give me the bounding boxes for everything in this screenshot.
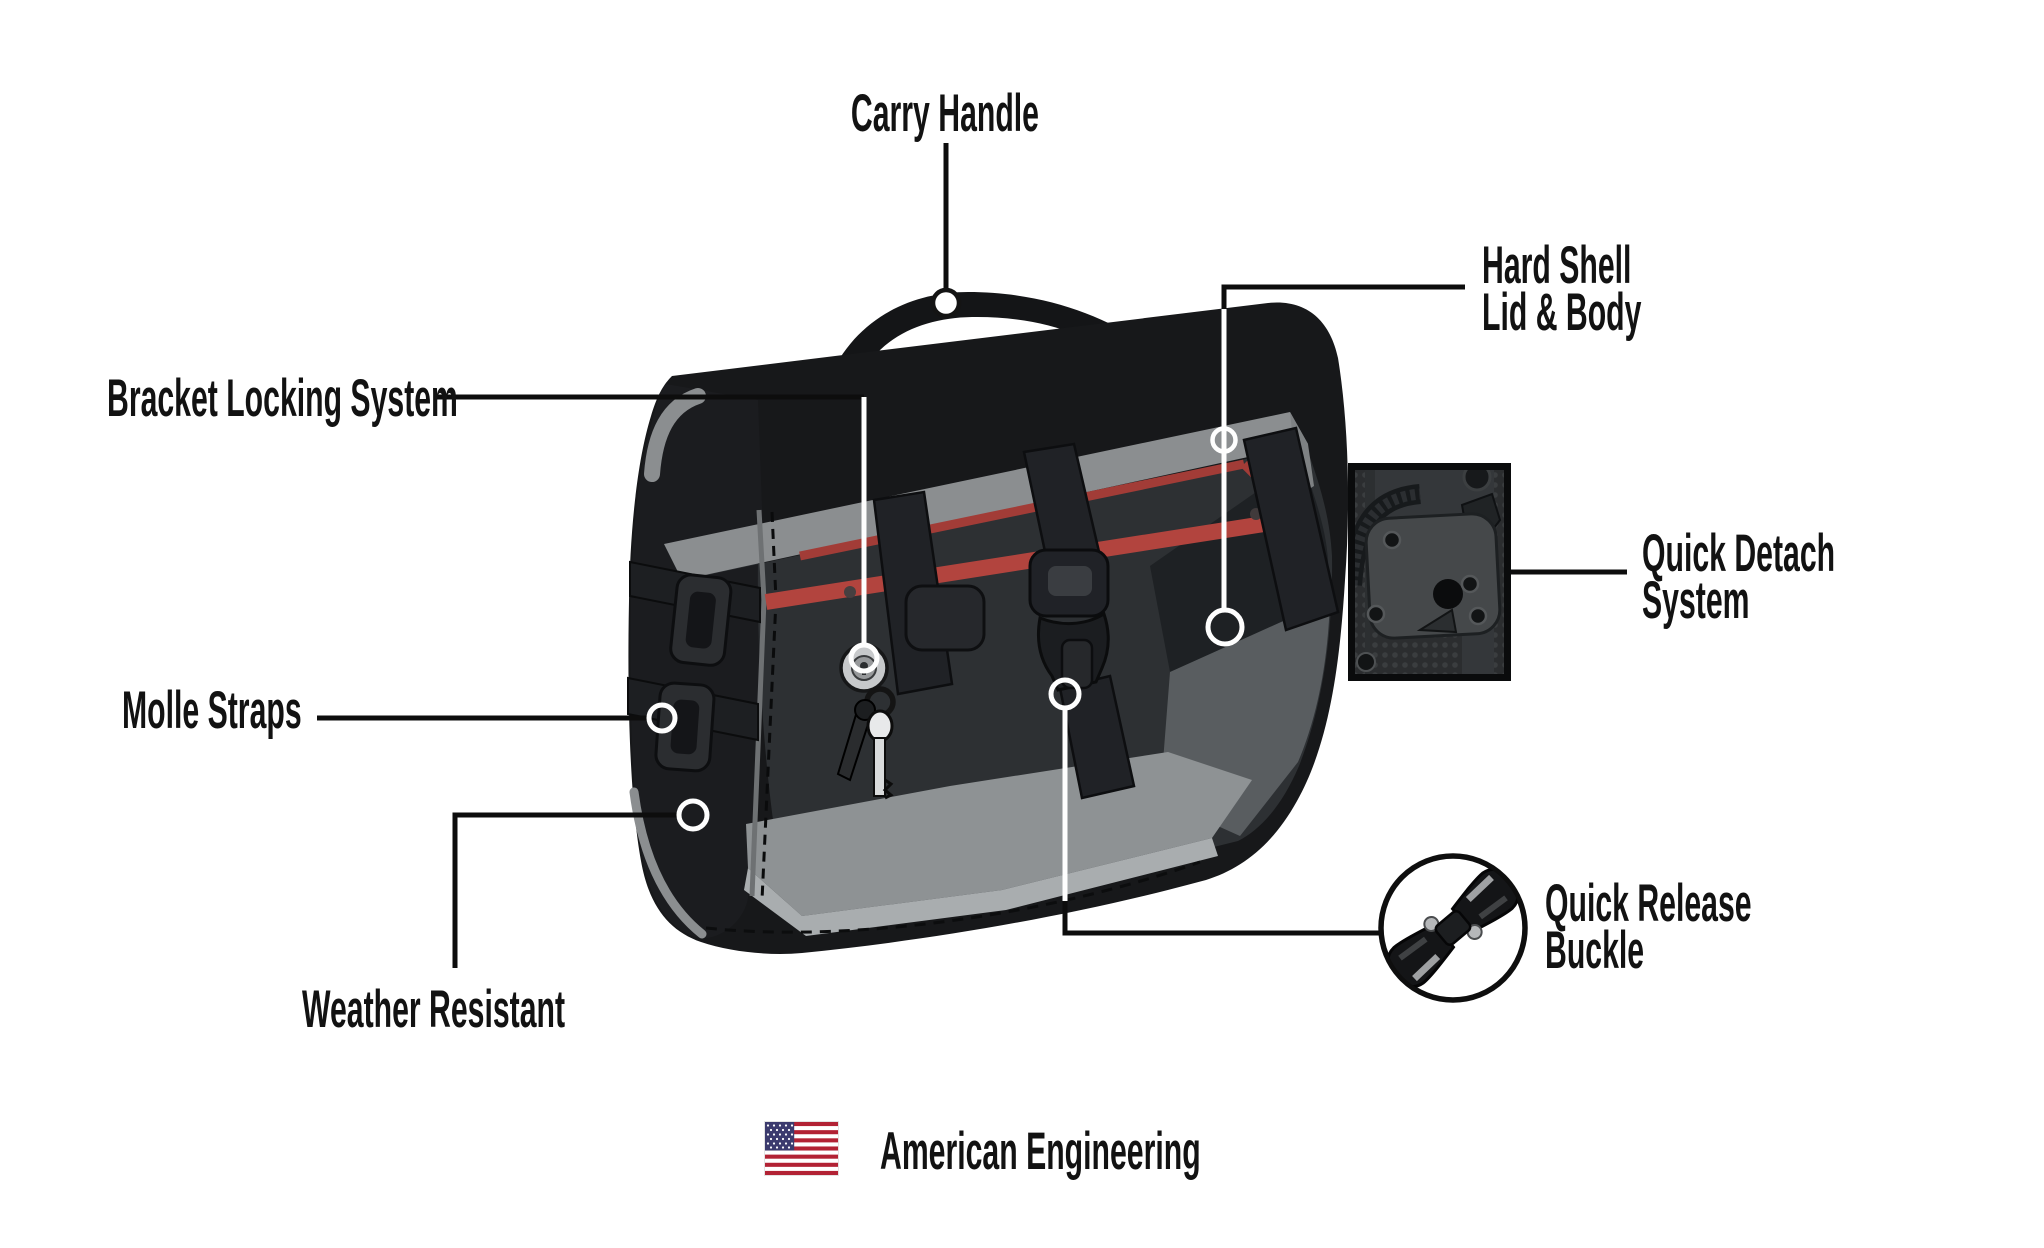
weather-resistant-label: Weather Resistant xyxy=(302,980,566,1039)
side-front-seam xyxy=(749,509,767,897)
molle-straps-label: Molle Straps xyxy=(122,681,302,740)
quick-release-inset xyxy=(1378,853,1528,1003)
callout-carry-handle: Carry Handle xyxy=(851,87,1275,140)
carry-handle-label: Carry Handle xyxy=(850,84,1040,143)
connectors-white xyxy=(861,309,1227,901)
footer-tagline: American Engineering xyxy=(880,1122,1443,1181)
molle-straps-marker xyxy=(646,702,678,734)
connectors xyxy=(317,143,1627,968)
carry-handle-marker xyxy=(930,287,962,319)
callout-molle-straps: Molle Straps xyxy=(122,681,437,740)
callout-quick-release-buckle: Quick Release Buckle xyxy=(1545,874,1907,980)
quick-release-connector xyxy=(1062,899,1381,936)
callout-quick-detach-system: Quick Detach System xyxy=(1642,524,1981,630)
bracket-locking-label: Bracket Locking System xyxy=(107,369,458,428)
bottom-left-piping xyxy=(629,787,707,939)
bottom-stitching xyxy=(705,860,1201,934)
connector-markers xyxy=(646,287,1245,832)
quick-detach-label-line1: Quick Detach xyxy=(1642,524,1836,583)
hard-shell-label-line1: Hard Shell xyxy=(1482,236,1632,295)
quick-release-marker xyxy=(1048,677,1082,711)
lid-trim-stripe xyxy=(664,412,1308,580)
saddlebag-illustration xyxy=(627,292,1349,954)
carry-handle-drawing xyxy=(826,292,1148,398)
weather-resistant-marker xyxy=(676,798,710,832)
hard-shell-body-marker xyxy=(1205,607,1245,647)
quick-release-label-line2: Buckle xyxy=(1545,921,1645,980)
quick-detach-inset xyxy=(1348,463,1511,681)
interior-floor-light-band xyxy=(744,838,1218,936)
lid-corner-piping xyxy=(644,388,706,482)
hard-shell-lid-marker xyxy=(1210,426,1238,454)
us-flag-icon xyxy=(764,1121,839,1176)
quick-detach-label-line2: System xyxy=(1642,571,1750,630)
hard-shell-label-line2: Lid & Body xyxy=(1482,283,1642,342)
quick-release-label-line1: Quick Release xyxy=(1545,874,1752,933)
callout-bracket-locking-system: Bracket Locking System xyxy=(107,369,723,428)
callout-weather-resistant: Weather Resistant xyxy=(302,980,763,1039)
hard-shell-connector xyxy=(1221,284,1465,312)
interior-floor xyxy=(746,752,1252,916)
callout-hard-shell: Hard Shell Lid & Body xyxy=(1482,236,1762,342)
front-straps xyxy=(872,426,1340,800)
center-buckle-drawing xyxy=(1028,548,1110,692)
american-engineering-label: American Engineering xyxy=(880,1122,1201,1181)
bracket-locking-marker xyxy=(848,642,880,674)
weather-resistant-connector xyxy=(452,812,679,968)
